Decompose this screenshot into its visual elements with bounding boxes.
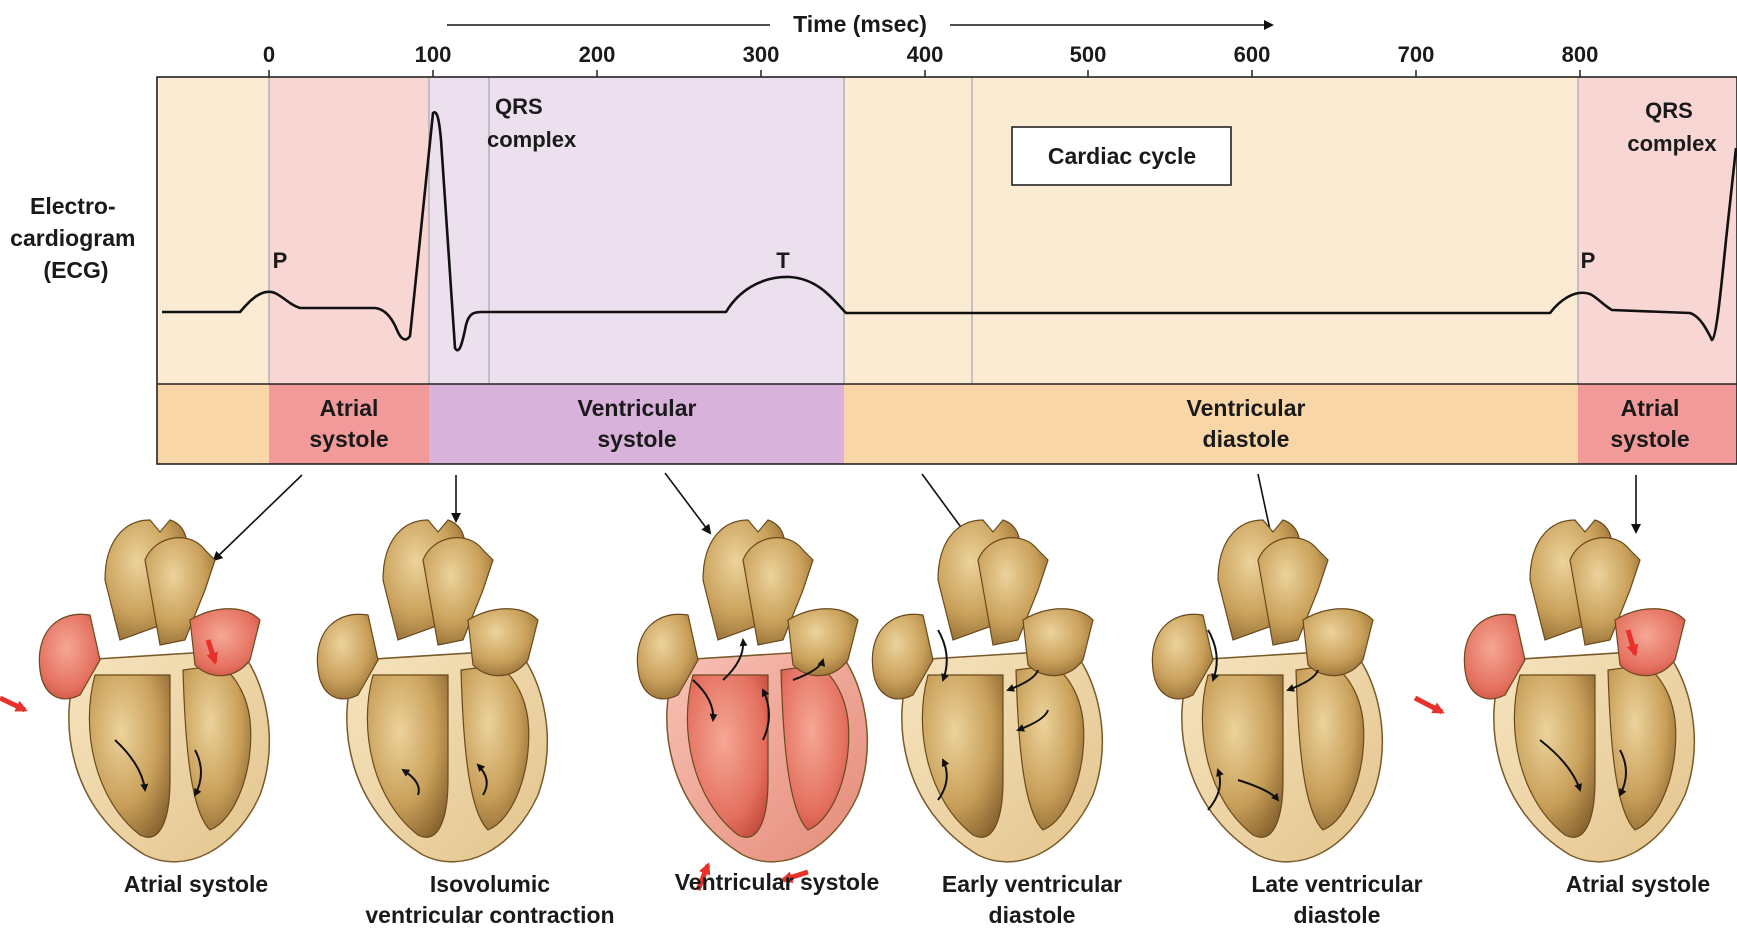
ecg-t-label: T: [776, 248, 790, 273]
heart-early-ventricular-diastole: [872, 520, 1102, 862]
pointer-arrow-1: [214, 475, 302, 560]
caption-ventricular-systole: Ventricular systole: [675, 869, 880, 895]
time-tick-400: 400: [907, 42, 944, 67]
ecg-panel: P T P QRS complex QRS complex Cardiac cy…: [157, 70, 1737, 464]
heart-ventricular-systole: [637, 520, 867, 890]
caption-atrial-systole: Atrial systole: [124, 871, 268, 897]
caption-late-ventricular-diastole: Late ventriculardiastole: [1251, 871, 1422, 928]
heart-isovolumic-contraction: [317, 520, 547, 862]
phase-bar-pre: [157, 384, 269, 464]
band-ventricular-systole: [429, 77, 844, 384]
band-atrial-systole-1: [269, 77, 429, 384]
contraction-arrow: [0, 698, 25, 710]
heart-illustrations: [0, 520, 1694, 890]
contraction-arrow: [1415, 698, 1442, 712]
band-pre-atrial: [157, 77, 269, 384]
time-tick-600: 600: [1234, 42, 1271, 67]
time-tick-0: 0: [263, 42, 275, 67]
caption-atrial-systole-repeat: Atrial systole: [1566, 871, 1710, 897]
time-axis: Time (msec) 0 100 200 300 400 500 600 700 800: [263, 11, 1598, 67]
time-tick-100: 100: [415, 42, 452, 67]
tick-marks: [269, 70, 1580, 77]
time-tick-labels: 0 100 200 300 400 500 600 700 800: [263, 42, 1598, 67]
time-tick-200: 200: [579, 42, 616, 67]
heart-late-ventricular-diastole: [1152, 520, 1382, 862]
time-tick-300: 300: [743, 42, 780, 67]
time-axis-label: Time (msec): [793, 11, 927, 37]
time-tick-500: 500: [1070, 42, 1107, 67]
heart-atrial-systole-repeat: [1415, 520, 1694, 862]
pointer-arrow-3: [665, 473, 710, 533]
cardiac-cycle-label: Cardiac cycle: [1048, 143, 1196, 169]
ecg-p-label-2: P: [1581, 248, 1596, 273]
band-ventricular-diastole: [844, 77, 1578, 384]
time-tick-800: 800: [1562, 42, 1599, 67]
heart-atrial-systole: [0, 520, 269, 862]
ecg-side-label: Electro- cardiogram (ECG): [10, 193, 142, 283]
ecg-p-label-1: P: [273, 248, 288, 273]
time-tick-700: 700: [1398, 42, 1435, 67]
